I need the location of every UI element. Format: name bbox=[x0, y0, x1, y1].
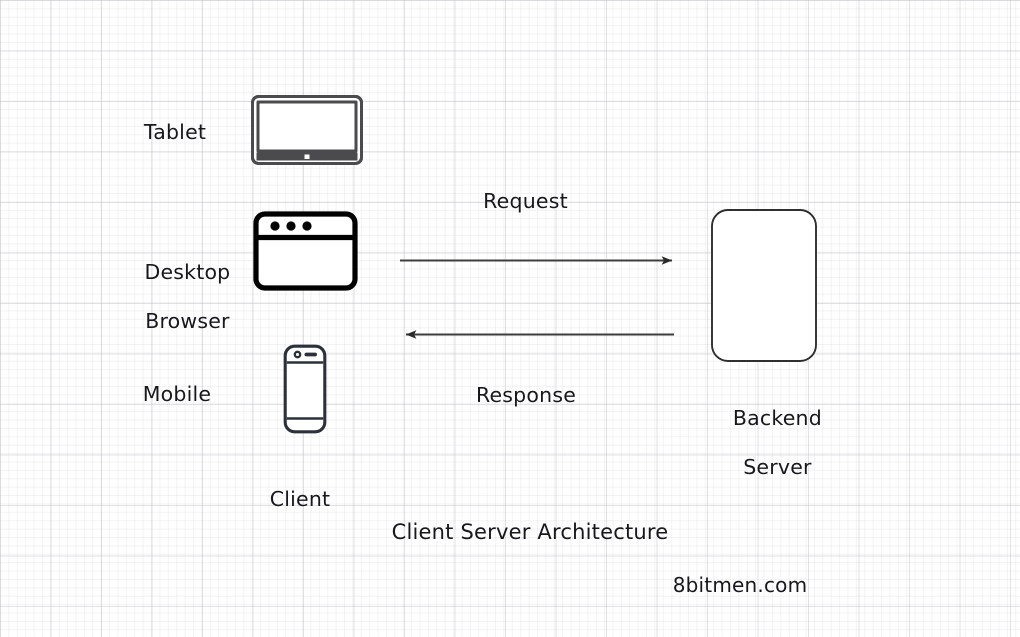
tablet-label: Tablet bbox=[143, 120, 207, 144]
browser-window-icon bbox=[253, 211, 358, 291]
desktop-browser-label-line2: Browser bbox=[145, 308, 230, 333]
backend-server-label-line2: Server bbox=[743, 454, 812, 479]
mobile-phone-icon bbox=[283, 344, 327, 434]
response-label: Response bbox=[475, 383, 577, 407]
diagram-title: Client Server Architecture bbox=[391, 520, 669, 544]
request-label: Request bbox=[483, 189, 568, 213]
backend-server-label-line1: Backend bbox=[732, 406, 822, 431]
tablet-icon bbox=[251, 95, 363, 165]
mobile-label: Mobile bbox=[142, 382, 212, 406]
server-box-icon bbox=[711, 209, 817, 362]
desktop-browser-label-line1: Desktop bbox=[144, 260, 231, 285]
desktop-browser-label: Desktop Browser bbox=[108, 236, 240, 357]
brand-watermark: 8bitmen.com bbox=[672, 573, 808, 597]
client-group-label: Client bbox=[269, 487, 331, 511]
backend-server-label: Backend Server bbox=[694, 382, 834, 503]
